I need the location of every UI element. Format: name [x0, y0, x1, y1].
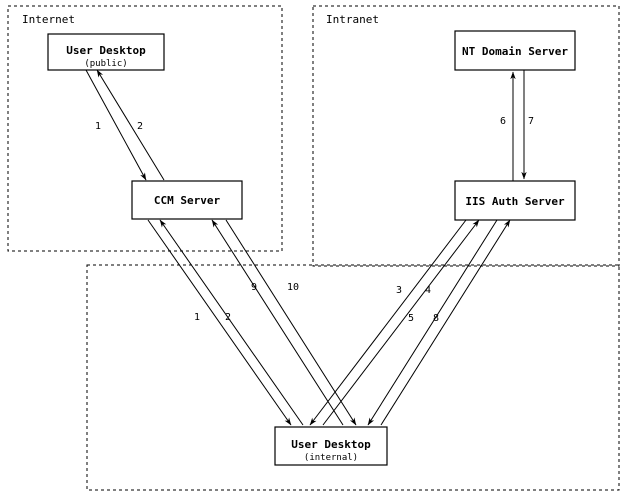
node-subtitle-user-desktop-public: (public) [84, 59, 127, 69]
node-title-nt-domain-server: NT Domain Server [462, 45, 568, 58]
node-box-user-desktop-public[interactable] [47, 33, 165, 71]
flow-label-step-3: 3 [396, 285, 402, 296]
flow-line-step-1-ccm-to-internal [147, 219, 292, 426]
zone-internet-border [7, 5, 283, 252]
flow-group-public-ccm: 1 2 [85, 69, 165, 181]
node-title-user-desktop-internal: User Desktop [291, 438, 371, 451]
flow-line-step-2-internal-to-ccm [159, 219, 304, 426]
node-iis-auth-server[interactable]: IIS Auth Server [454, 180, 576, 221]
flow-line-step-1-public-to-ccm [85, 69, 147, 181]
node-title-iis-auth-server: IIS Auth Server [465, 195, 565, 208]
flow-group-iis-internal-inner: 5 8 [367, 219, 511, 426]
node-box-iis-auth-server[interactable] [454, 180, 576, 221]
node-title-ccm-server: CCM Server [154, 194, 221, 207]
zone-internal-group [86, 264, 620, 491]
flow-line-step-9-internal-to-ccm [211, 219, 344, 426]
zone-internal-border [86, 264, 620, 491]
zone-intranet-label: Intranet [326, 13, 379, 26]
flow-label-step-6: 6 [500, 116, 506, 127]
zone-internet-group: Internet [7, 5, 283, 252]
node-box-user-desktop-internal[interactable] [274, 426, 388, 466]
flow-label-step-1-internal: 1 [194, 312, 200, 323]
flow-line-step-5-iis-to-internal [367, 219, 498, 426]
zone-internet-label: Internet [22, 13, 75, 26]
flow-label-step-8: 8 [433, 313, 439, 324]
flow-line-step-10-ccm-to-internal [225, 219, 357, 426]
node-user-desktop-public[interactable]: User Desktop (public) [47, 33, 165, 71]
flow-label-step-4: 4 [425, 285, 431, 296]
flow-line-step-8-internal-to-iis [380, 219, 511, 426]
flow-label-step-7: 7 [528, 116, 534, 127]
flow-line-step-4-internal-to-iis [322, 219, 480, 426]
flow-group-iis-nt: 6 7 [500, 70, 534, 181]
flow-group-ccm-internal-left: 1 2 [147, 219, 304, 426]
flow-label-step-10: 10 [287, 282, 299, 293]
flow-group-ccm-internal-right: 9 10 [211, 219, 357, 426]
zone-intranet-border [312, 5, 620, 267]
node-user-desktop-internal[interactable]: User Desktop (internal) [274, 426, 388, 466]
flow-line-step-2-ccm-to-public [96, 69, 165, 181]
flow-label-step-9: 9 [251, 282, 257, 293]
node-box-nt-domain-server[interactable] [454, 30, 576, 71]
zone-intranet-group: Intranet [312, 5, 620, 267]
flow-label-step-2-public: 2 [137, 121, 143, 132]
flow-line-step-3-iis-to-internal [309, 219, 467, 426]
flow-group-iis-internal-outer: 3 4 [309, 219, 480, 426]
flow-label-step-5: 5 [408, 313, 414, 324]
node-title-user-desktop-public: User Desktop [66, 44, 146, 57]
node-nt-domain-server[interactable]: NT Domain Server [454, 30, 576, 71]
flow-label-step-2-internal: 2 [225, 312, 231, 323]
node-ccm-server[interactable]: CCM Server [131, 180, 243, 220]
node-subtitle-user-desktop-internal: (internal) [304, 453, 358, 463]
flow-label-step-1-public: 1 [95, 121, 101, 132]
node-box-ccm-server[interactable] [131, 180, 243, 220]
